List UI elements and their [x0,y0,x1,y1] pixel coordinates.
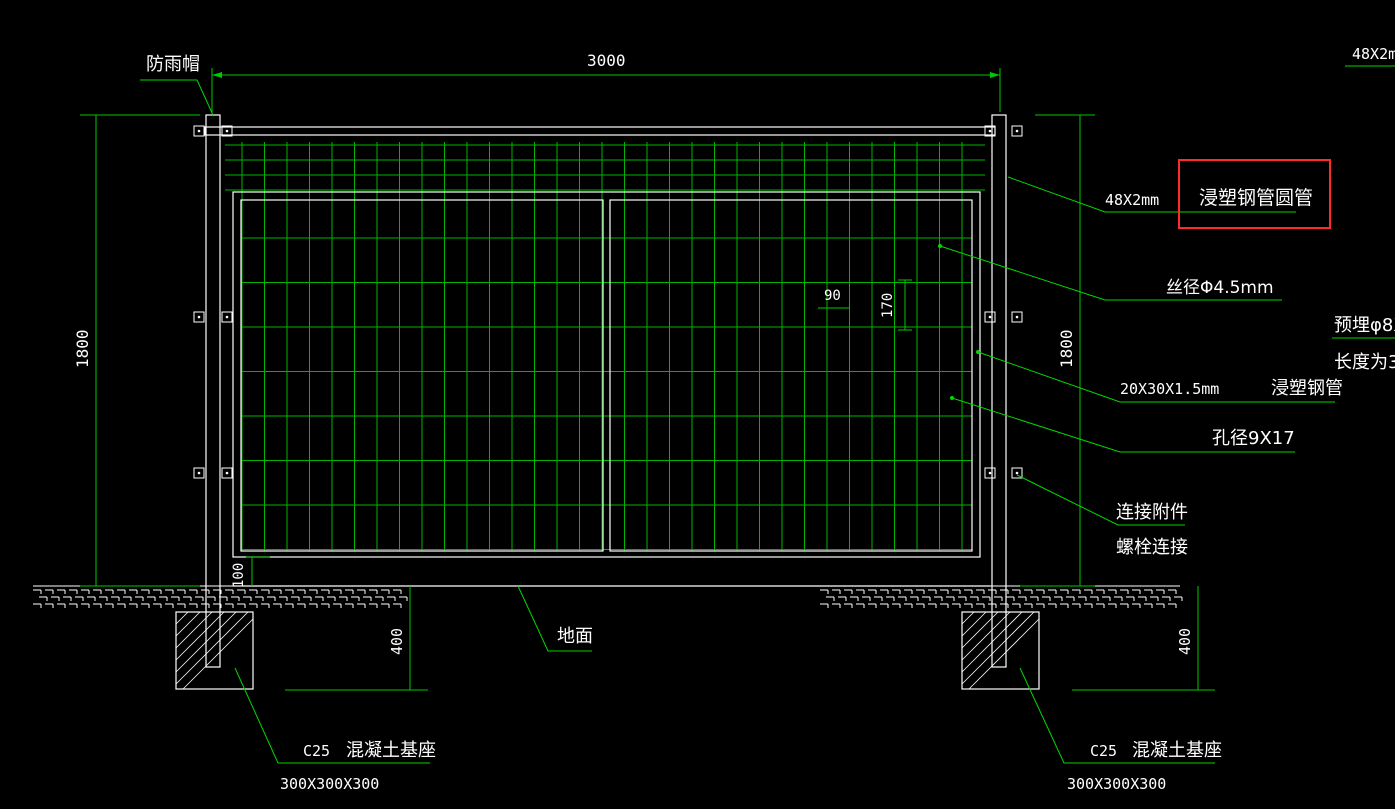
bracket [193,467,205,479]
panel-right [609,199,973,552]
base-hatch-line [961,611,975,625]
depth-right-label: 400 [1176,628,1194,655]
connector-brackets [193,125,1023,479]
bracket [1011,467,1023,479]
panel-left [240,199,604,552]
top-rail [204,126,996,136]
bracket-bolt [988,315,992,319]
base-right [961,611,1040,690]
base-hatch-line [961,611,1011,661]
concrete-bases [175,611,1040,690]
base-hatch-line [961,611,999,649]
bracket [984,467,996,479]
bracket [984,125,996,137]
wire-mesh [225,142,985,551]
bracket [221,467,233,479]
base-grade-left: C25 [303,742,330,760]
panel-frame-outer [232,191,981,558]
base-hatch-line [175,611,189,625]
base-size-left: 300X300X300 [280,775,379,793]
bracket [193,125,205,137]
bracket-bolt [1015,471,1019,475]
leader-base-left [234,667,430,764]
bracket-bolt [225,315,229,319]
leader-ground [517,585,592,652]
bracket-bolt [988,129,992,133]
connector-label-2: 螺栓连接 [1116,537,1188,558]
leader-connector [1016,474,1185,526]
gap-label: 100 [231,563,247,588]
embed-label-2: 长度为30 [1334,352,1395,373]
width-dim-label: 3000 [587,51,626,70]
height-left-label: 1800 [73,329,92,368]
depth-left-label: 400 [388,628,406,655]
leader-hole [951,397,1295,453]
base-left [175,611,254,690]
ground-label: 地面 [557,626,593,647]
bracket [1011,311,1023,323]
base-hatch-line [175,611,201,637]
bracket-bolt [1015,315,1019,319]
bracket [984,311,996,323]
base-name-left: 混凝土基座 [346,740,436,761]
pipe-spec-label: 48X2mm [1105,191,1159,209]
leader-pipe [1007,176,1296,213]
bracket [221,311,233,323]
bracket [221,125,233,137]
leader-rain-cap [140,79,214,116]
bracket [193,311,205,323]
labels: 防雨帽 3000 48X2m 48X2mm 浸塑钢管圆管 丝径Φ4.5mm 90… [73,45,1395,793]
base-hatch-line [175,611,249,685]
leader-wire [939,245,1282,301]
bracket-bolt [197,315,201,319]
wire-diameter-label: 丝径Φ4.5mm [1166,278,1274,298]
pipe-name-label: 浸塑钢管圆管 [1199,187,1313,209]
mesh-height-label: 170 [880,293,896,318]
highlight-box [1178,159,1331,229]
leader-base-right [1019,667,1215,764]
base-size-right: 300X300X300 [1067,775,1166,793]
fence-structure [204,114,1007,668]
embed-label-1: 预埋φ8X2 [1334,315,1395,336]
top-right-partial-label: 48X2m [1352,45,1395,63]
height-right-label: 1800 [1057,329,1076,368]
bracket-bolt [225,471,229,475]
base-grade-right: C25 [1090,742,1117,760]
connector-label-1: 连接附件 [1116,502,1188,523]
hole-label: 孔径9X17 [1212,428,1295,449]
base-hatch-line [175,611,225,661]
base-hatch-line [961,611,1023,673]
base-hatch-line [961,611,1035,685]
right-post [991,114,1007,668]
frame-name-label: 浸塑钢管 [1271,378,1343,399]
base-hatch-line [961,611,987,637]
bracket-bolt [197,129,201,133]
bracket-bolt [197,471,201,475]
base-hatch-line [175,611,213,649]
base-hatch-line [182,618,254,690]
base-name-right: 混凝土基座 [1132,740,1222,761]
base-hatch-line [175,611,237,673]
leader-lines [140,65,1395,764]
dimensions [80,68,1215,691]
bracket-bolt [225,129,229,133]
left-post [205,114,221,668]
base-hatch-line [968,618,1040,690]
mesh-width-label: 90 [824,288,841,304]
bracket [1011,125,1023,137]
rain-cap-label: 防雨帽 [146,54,200,75]
ground-hatching [33,585,1183,608]
bracket-bolt [1015,129,1019,133]
leader-frame [977,351,1335,403]
frame-spec-label: 20X30X1.5mm [1120,380,1219,398]
bracket-bolt [988,471,992,475]
